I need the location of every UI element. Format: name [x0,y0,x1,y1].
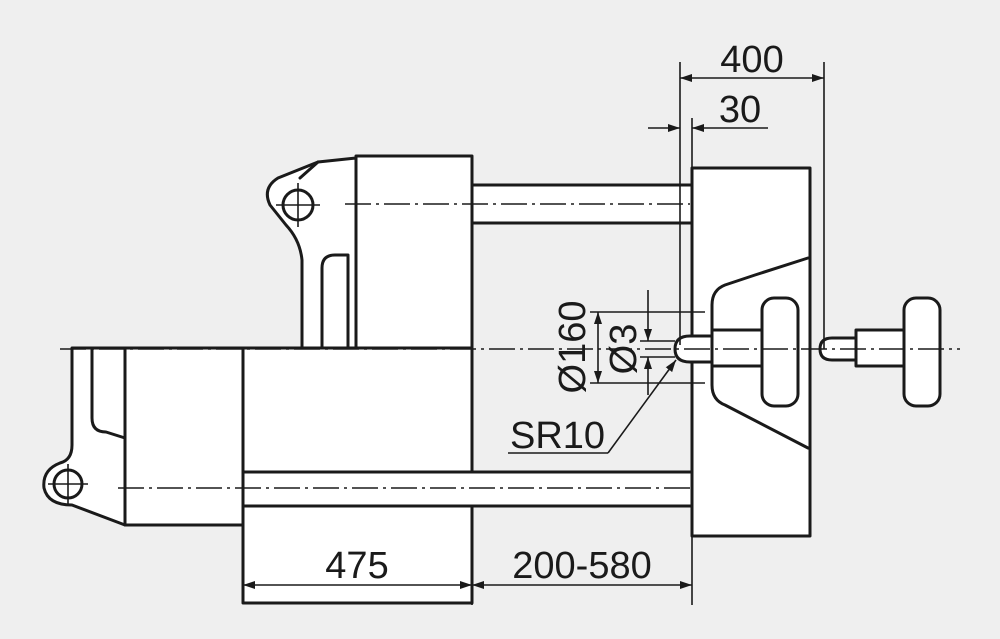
dim-400: 400 [680,39,824,82]
moving-platen-upper [354,154,474,350]
dim-400-label: 400 [720,39,783,81]
dim-dia160-label: Ø160 [552,301,594,394]
dim-sr10: SR10 [508,359,677,457]
lower-toggle-bracket [42,346,127,527]
clamp-block [123,346,245,527]
nozzle-assembly [673,296,800,408]
locating-ring-handle [760,296,800,408]
lower-tie-bar [241,470,694,508]
dim-475-label: 475 [325,545,388,587]
dim-dia3: Ø3 [603,290,652,395]
dim-sr10-label: SR10 [510,415,605,457]
injection-handle [902,296,942,408]
platen-recess [710,256,810,450]
dim-dia160: Ø160 [552,301,602,394]
dim-200-580: 200-580 [472,545,692,589]
dim-dia3-label: Ø3 [603,324,645,375]
upper-toggle-bracket [265,156,358,350]
dim-200-580-label: 200-580 [512,545,651,587]
dim-30-label: 30 [719,89,761,131]
dim-30: 30 [648,89,768,132]
dim-475: 475 [243,545,472,589]
injection-unit-nozzle [818,296,942,408]
